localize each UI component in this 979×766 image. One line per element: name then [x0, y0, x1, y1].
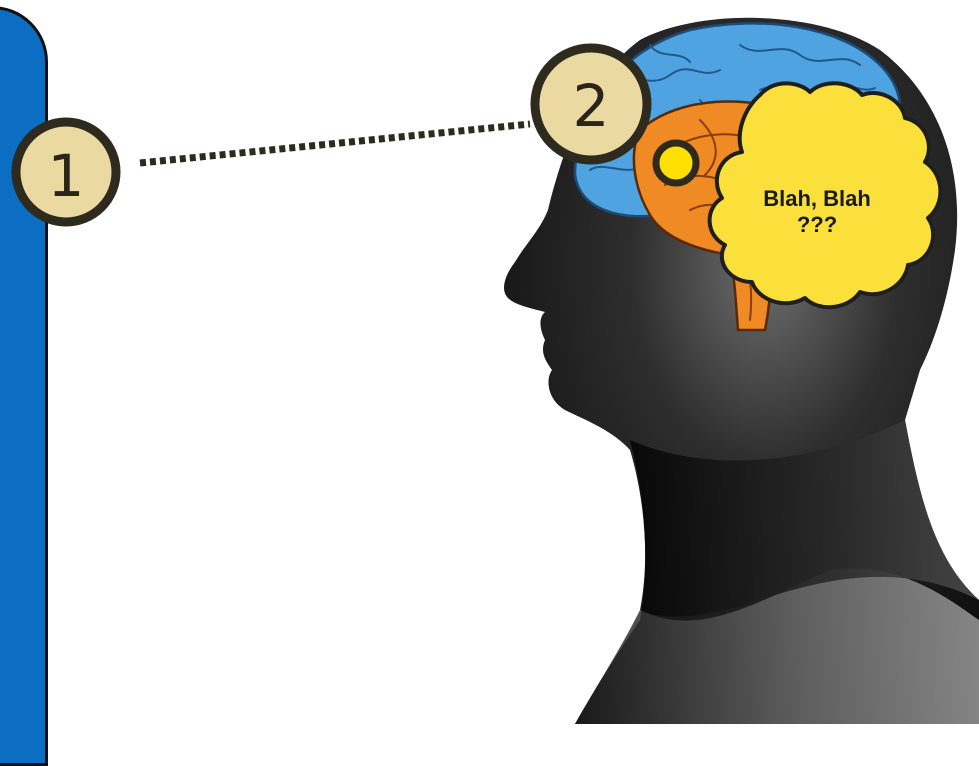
thought-line-2: ??? [742, 212, 892, 238]
thought-line-1: Blah, Blah [742, 186, 892, 212]
marker-2-number: 2 [551, 77, 631, 135]
signal-dot-icon [656, 143, 696, 183]
diagram-graphics [0, 0, 979, 724]
thought-bubble-text: Blah, Blah ??? [742, 186, 892, 238]
marker-1-number: 1 [26, 147, 106, 205]
connector-line [140, 124, 530, 163]
diagram-stage: 1 2 Blah, Blah ??? [0, 0, 979, 724]
